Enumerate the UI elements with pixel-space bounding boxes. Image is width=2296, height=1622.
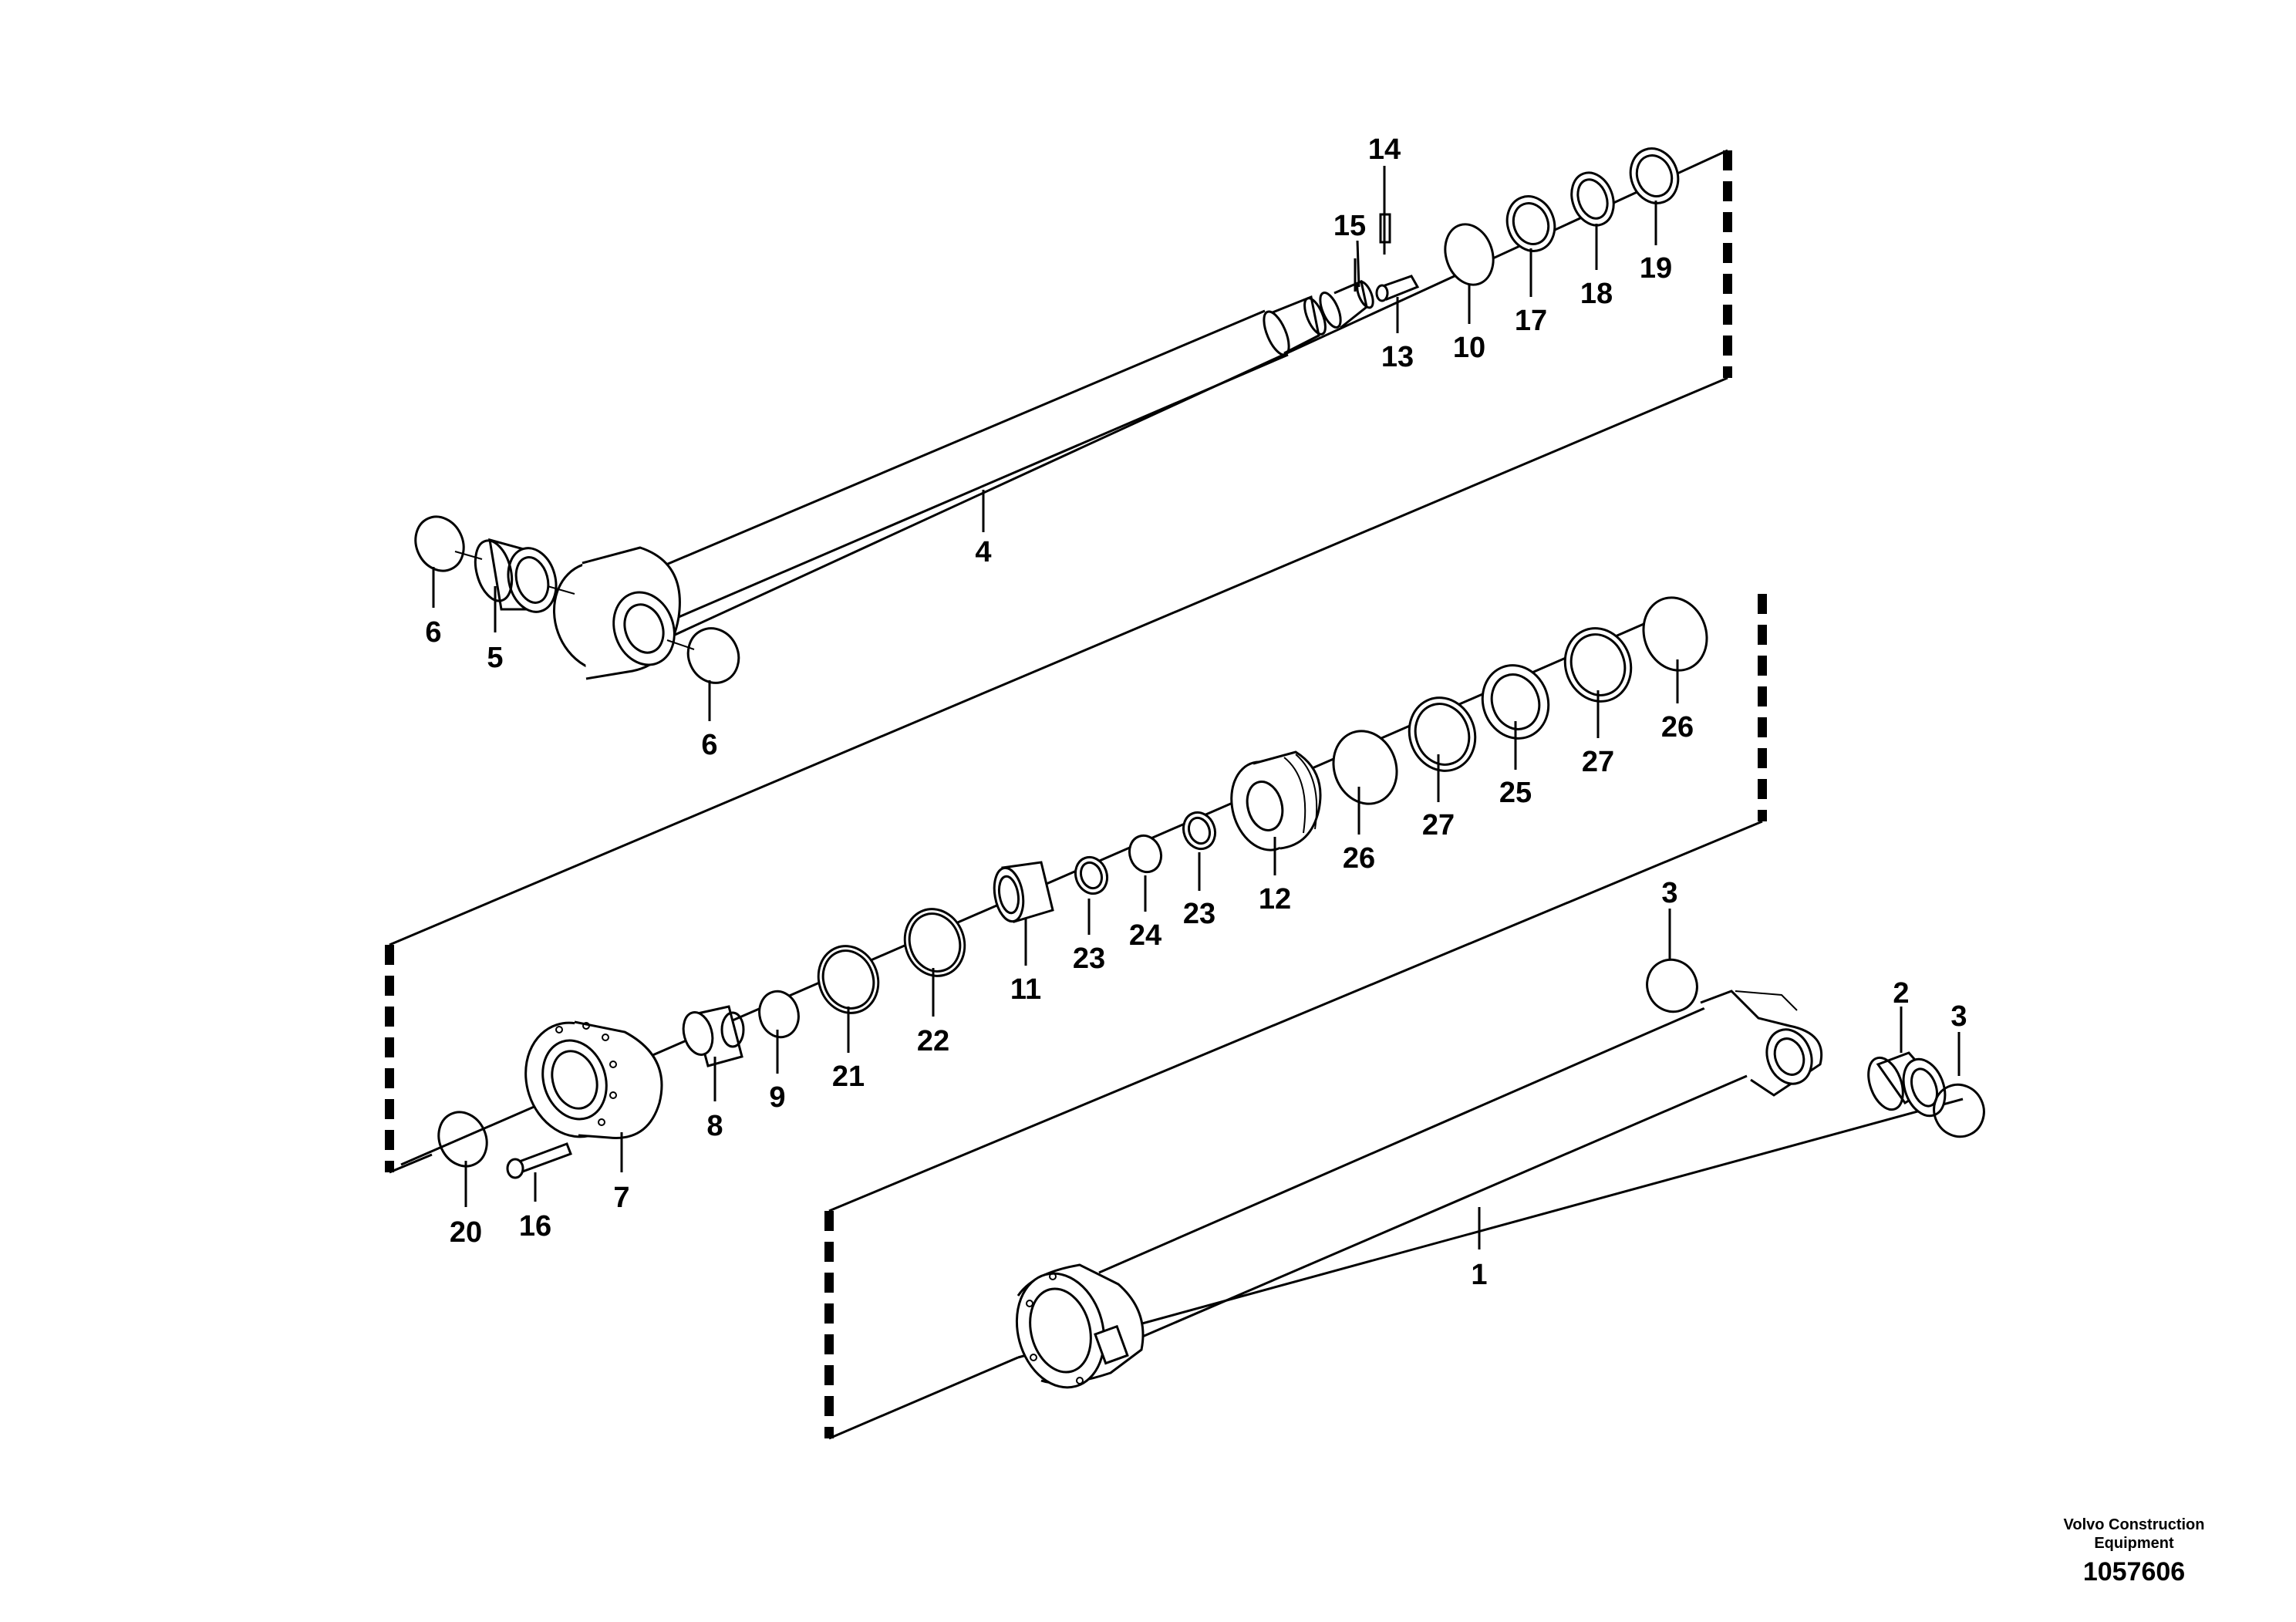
frame-lines xyxy=(385,150,1767,1440)
seal-ring-6-left xyxy=(414,515,465,572)
seal-19 xyxy=(1629,147,1680,204)
callout-label-25: 25 xyxy=(1499,777,1532,809)
ring-25 xyxy=(1481,664,1550,740)
callout-label-27: 27 xyxy=(1582,746,1614,778)
publisher-name-line1: Volvo Construction xyxy=(2063,1516,2205,1533)
callout-label-13: 13 xyxy=(1381,341,1414,373)
seal-17 xyxy=(1505,195,1556,252)
callout-label-22: 22 xyxy=(917,1025,949,1057)
pin-13 xyxy=(1375,275,1420,302)
callout-label-20: 20 xyxy=(450,1216,482,1249)
callout-label-15: 15 xyxy=(1333,210,1366,242)
callout-label-16: 16 xyxy=(519,1210,551,1243)
rod-assembly xyxy=(414,147,1728,684)
callout-label-2: 2 xyxy=(1893,977,1909,1010)
callout-label-7: 7 xyxy=(613,1182,629,1214)
piston-assembly xyxy=(400,596,1708,1179)
callout-label-12: 12 xyxy=(1259,883,1291,916)
callout-label-10: 10 xyxy=(1453,332,1485,364)
spacer-11 xyxy=(993,861,1054,923)
seal-ring-6-right xyxy=(686,627,740,684)
callout-label-9: 9 xyxy=(769,1081,785,1114)
frame-line-3 xyxy=(389,1153,433,1174)
seal-22 xyxy=(903,908,966,977)
callout-label-8: 8 xyxy=(706,1110,723,1142)
callout-leader-15 xyxy=(1356,240,1360,288)
illustration-number: 1057606 xyxy=(2082,1557,2186,1587)
callout-label-6: 6 xyxy=(425,616,441,649)
seal-21 xyxy=(817,945,880,1014)
ring-26-right xyxy=(1642,596,1708,672)
tube-axis-line xyxy=(1017,1098,1964,1359)
publisher-name-line2: Equipment xyxy=(2094,1535,2174,1552)
bolt-16 xyxy=(506,1142,572,1179)
callout-label-3: 3 xyxy=(1661,877,1677,909)
callout-label-27: 27 xyxy=(1422,809,1455,841)
callout-label-23: 23 xyxy=(1183,898,1215,930)
cylinder-head-7 xyxy=(524,1020,663,1139)
ring-26-left xyxy=(1332,730,1398,805)
callout-label-6: 6 xyxy=(701,729,717,761)
callout-label-5: 5 xyxy=(487,642,503,674)
callout-label-17: 17 xyxy=(1515,305,1547,337)
frame-line-4 xyxy=(828,1356,1019,1440)
washer-10 xyxy=(1444,223,1495,286)
publisher-credit: Volvo Construction Equipment 1057606 xyxy=(2018,1516,2250,1587)
callout-label-21: 21 xyxy=(832,1061,865,1093)
callout-label-19: 19 xyxy=(1640,252,1672,285)
callout-label-11: 11 xyxy=(1010,973,1041,1006)
ring-23-right xyxy=(1182,811,1217,851)
frame-line-2 xyxy=(828,820,1763,1212)
frame-line-1 xyxy=(389,376,1728,946)
callout-label-26: 26 xyxy=(1661,711,1694,744)
callout-label-23: 23 xyxy=(1073,943,1105,975)
callout-label-3: 3 xyxy=(1950,1000,1967,1033)
seal-ring-3-right xyxy=(1933,1083,1985,1138)
piston-12 xyxy=(1230,750,1322,851)
ring-27-left xyxy=(1408,696,1477,772)
piston-rod xyxy=(651,279,1374,619)
ring-23-left xyxy=(1074,855,1109,895)
callout-label-18: 18 xyxy=(1580,278,1613,310)
ring-9 xyxy=(758,990,800,1039)
callout-label-14: 14 xyxy=(1368,133,1401,166)
bushing-2 xyxy=(1867,1051,1947,1118)
seal-18 xyxy=(1570,171,1615,227)
bushing-5 xyxy=(474,538,558,613)
callout-label-26: 26 xyxy=(1343,842,1375,875)
bushing-8 xyxy=(682,1005,745,1067)
cylinder-tube-assembly xyxy=(1015,958,1985,1389)
rod-eye xyxy=(552,546,681,680)
ring-24 xyxy=(1128,834,1163,874)
cylinder-tube-1 xyxy=(1015,990,1823,1389)
ring-27-right xyxy=(1563,627,1633,703)
callout-labels: 1233456678910111213141516171819202122232… xyxy=(425,133,1967,1291)
wiper-ring-20 xyxy=(437,1111,488,1168)
callout-label-4: 4 xyxy=(975,536,991,568)
callout-label-24: 24 xyxy=(1129,919,1161,952)
callout-label-1: 1 xyxy=(1471,1259,1487,1291)
seal-ring-3-top xyxy=(1646,958,1698,1013)
